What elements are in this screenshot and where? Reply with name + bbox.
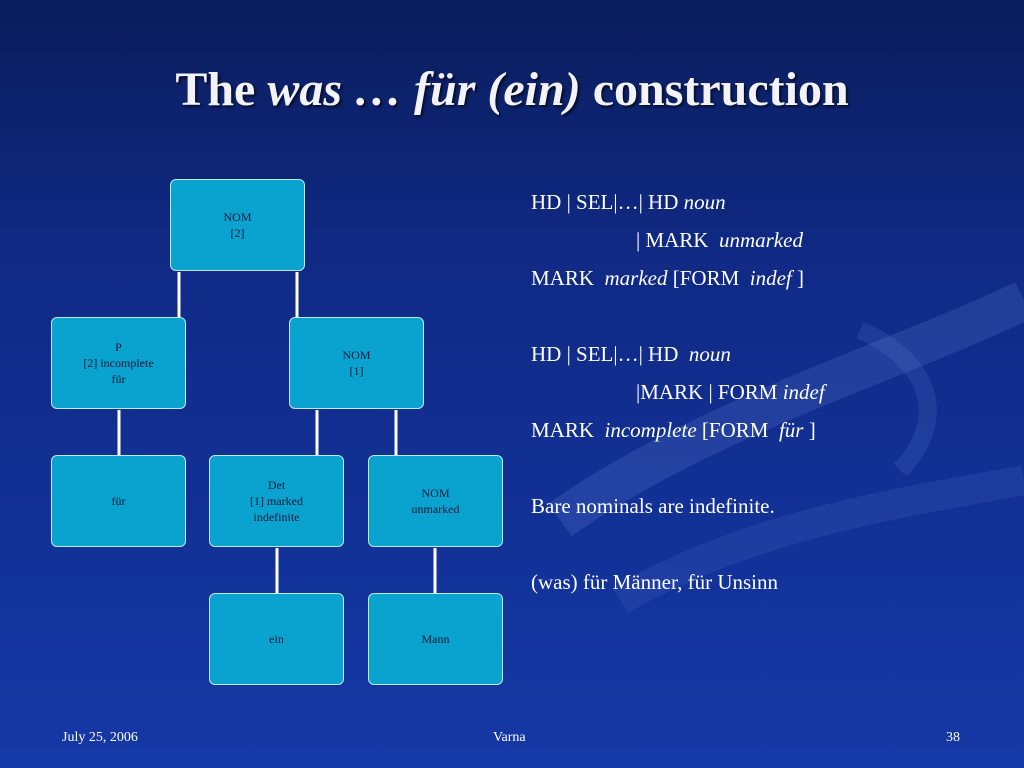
tree-node-nom-2: NOM [2] [170,179,305,271]
note-line-2: | MARK unmarked [531,228,803,252]
note-statement: Bare nominals are indefinite. [531,494,775,518]
note-line-1: HD | SEL|…| HD noun [531,190,726,214]
title-post: construction [580,63,849,116]
tree-node-det: Det [1] marked indefinite [209,455,344,547]
note-line-3: MARK marked [FORM indef ] [531,266,805,290]
note-line-5: |MARK | FORM indef [531,380,825,404]
tree-node-mann: Mann [368,593,503,685]
tree-node-fur: für [51,455,186,547]
slide-title: The was … für (ein) construction [0,62,1024,117]
title-pre: The [175,63,268,116]
note-line-6: MARK incomplete [FORM für ] [531,418,816,442]
footer-place: Varna [493,730,526,745]
note-example: (was) für Männer, für Unsinn [531,570,779,594]
feature-notes: HD | SEL|…| HD noun | MARK unmarked MARK… [531,183,1001,601]
footer-date: July 25, 2006 [62,730,138,745]
footer-page-number: 38 [946,730,960,745]
tree-node-p: P [2] incomplete für [51,317,186,409]
title-emphasis: was … für (ein) [267,63,581,116]
tree-node-ein: ein [209,593,344,685]
note-line-4: HD | SEL|…| HD noun [531,342,731,366]
tree-node-nom-unmarked: NOM unmarked [368,455,503,547]
tree-node-nom-1: NOM [1] [289,317,424,409]
